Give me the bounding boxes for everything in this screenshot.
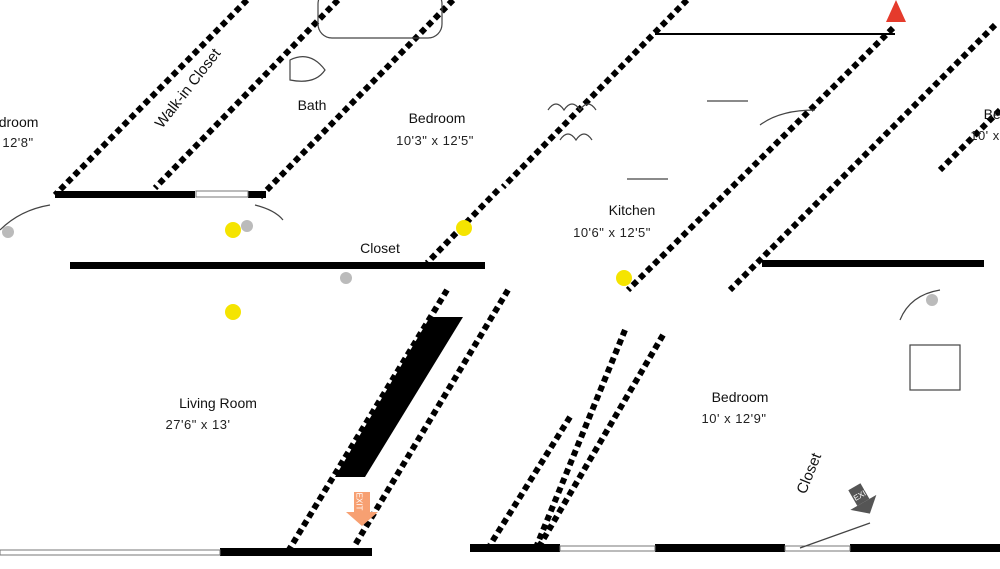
- window: [559, 545, 656, 552]
- wall: [470, 544, 560, 552]
- room-label-kitchen: Kitchen: [608, 202, 656, 218]
- light-fixture-icon: [225, 222, 241, 238]
- door-swing: [759, 109, 816, 126]
- light-fixture-icon: [616, 270, 632, 286]
- hazard-warning-icon: [886, 0, 906, 22]
- wall: [762, 260, 984, 267]
- window: [0, 549, 221, 556]
- room-dims-bedroom-bottom: 10' x 12'9": [701, 411, 767, 426]
- light-fixture-icon: [456, 220, 472, 236]
- detector-icon: [340, 272, 352, 284]
- wall: [220, 548, 372, 556]
- door-swing: [0, 204, 51, 231]
- window: [195, 190, 249, 198]
- room-label-bedroom-bottom: Bedroom: [711, 389, 769, 405]
- wall: [55, 191, 195, 198]
- fixtures: [0, 0, 961, 549]
- room-label-living-room: Living Room: [179, 395, 257, 411]
- room-dims-living-room: 27'6" x 13': [165, 417, 231, 432]
- room-dims-bedroom-top: 10'3" x 12'5": [396, 133, 474, 148]
- wall: [257, 0, 456, 200]
- wall: [500, 0, 690, 190]
- fireplace-block: [335, 317, 463, 477]
- light-markers: [225, 220, 632, 320]
- windows: [0, 190, 851, 556]
- room-dims-kitchen: 10'6" x 12'5": [573, 225, 651, 240]
- wall: [850, 544, 1000, 552]
- wall: [487, 415, 573, 547]
- toilet: [289, 56, 326, 82]
- room-label-bedroom-left: Bedroom: [0, 114, 39, 130]
- wall: [655, 33, 895, 35]
- wall: [70, 262, 485, 269]
- wall: [655, 544, 785, 552]
- exit-label-main: EXIT: [354, 492, 364, 511]
- room-label-closet: Closet: [360, 240, 400, 256]
- exit-arrow-main-icon: [346, 492, 378, 526]
- smoke-detector-icons: [2, 220, 938, 306]
- sink: [547, 103, 597, 142]
- wall: [248, 191, 266, 198]
- light-fixture-icon: [225, 304, 241, 320]
- detector-icon: [926, 294, 938, 306]
- wall: [727, 22, 998, 293]
- wall: [537, 333, 666, 547]
- wall: [937, 107, 1000, 173]
- door-swing: [254, 204, 284, 221]
- room-label-bath: Bath: [297, 97, 327, 113]
- closet-shelf: [909, 344, 961, 391]
- bathtub: [317, 0, 443, 39]
- window: [784, 545, 851, 552]
- wall: [534, 328, 628, 547]
- door-swing: [799, 522, 871, 549]
- room-label-bedroom-right: Bedroom: [983, 106, 1000, 122]
- detector-icon: [241, 220, 253, 232]
- wall: [152, 0, 341, 191]
- straight-walls: [55, 33, 1000, 556]
- wall: [625, 25, 896, 293]
- wall: [52, 0, 250, 198]
- room-label-bedroom-top: Bedroom: [408, 110, 466, 126]
- detector-icon: [2, 226, 14, 238]
- door-swing: [899, 289, 941, 321]
- exit-arrow-secondary-icon: [848, 483, 877, 514]
- room-dims-bedroom-right: 10' x: [970, 128, 1000, 143]
- room-dims-bedroom-left: 12'8": [2, 135, 34, 150]
